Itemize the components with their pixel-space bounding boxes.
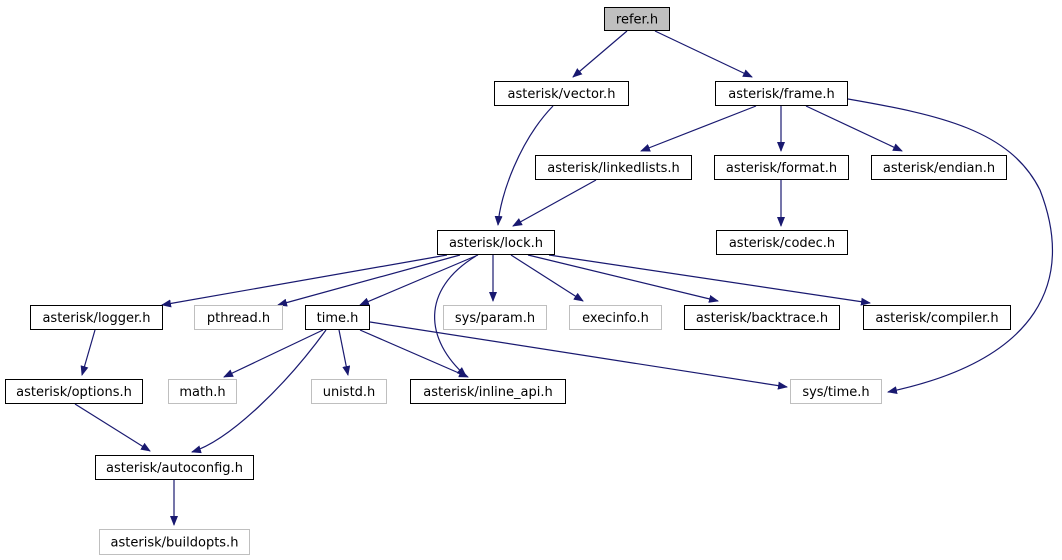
node-label: asterisk/lock.h: [449, 236, 543, 251]
node-label: asterisk/frame.h: [728, 87, 834, 102]
edge-linkedlists-to-lock: [512, 179, 597, 227]
node-box: [535, 155, 692, 180]
edge-refer-to-frame: [654, 30, 753, 78]
edge-logger-to-options: [80, 329, 96, 376]
node-label: time.h: [317, 311, 359, 326]
node-label: asterisk/buildopts.h: [111, 536, 239, 551]
edge-frame-to-linkedlists: [640, 105, 757, 152]
node-box: [99, 529, 250, 555]
node-box: [604, 7, 670, 31]
node-label: math.h: [179, 385, 225, 400]
node-box: [5, 379, 143, 404]
node-box: [30, 305, 163, 330]
node-label: sys/param.h: [455, 311, 535, 326]
node-label: asterisk/compiler.h: [875, 311, 998, 326]
node-box: [494, 81, 629, 106]
node-box: [410, 379, 566, 404]
node-box: [305, 305, 370, 330]
node-box: [684, 305, 840, 330]
node-systime[interactable]: sys/time.h: [790, 379, 882, 404]
node-label: asterisk/endian.h: [883, 161, 995, 176]
node-inline_api[interactable]: asterisk/inline_api.h: [410, 379, 566, 404]
node-linkedlists[interactable]: asterisk/linkedlists.h: [535, 155, 692, 180]
edge-lock-to-backtrace: [527, 254, 719, 303]
edge-lock-to-pthread: [277, 254, 461, 307]
edge-lock-to-inline_api: [434, 255, 477, 377]
node-pthread[interactable]: pthread.h: [194, 305, 283, 330]
node-sysparam[interactable]: sys/param.h: [443, 305, 547, 330]
node-backtrace[interactable]: asterisk/backtrace.h: [684, 305, 840, 330]
node-box: [871, 155, 1007, 180]
edge-time-to-inline_api: [359, 329, 469, 378]
node-compiler[interactable]: asterisk/compiler.h: [863, 305, 1011, 330]
node-box: [716, 230, 848, 255]
node-box: [95, 455, 254, 480]
node-box: [714, 155, 849, 180]
node-logger[interactable]: asterisk/logger.h: [30, 305, 163, 330]
node-label: asterisk/options.h: [16, 385, 132, 400]
node-execinfo[interactable]: execinfo.h: [569, 305, 662, 330]
node-box: [311, 379, 387, 404]
node-label: asterisk/logger.h: [42, 311, 150, 326]
node-label: asterisk/backtrace.h: [696, 311, 828, 326]
edge-time-to-math: [223, 329, 324, 378]
edge-options-to-autoconfig: [74, 403, 151, 452]
node-refer[interactable]: refer.h: [604, 7, 670, 31]
node-endian[interactable]: asterisk/endian.h: [871, 155, 1007, 180]
node-box: [443, 305, 547, 330]
node-label: asterisk/vector.h: [508, 87, 616, 102]
node-label: asterisk/inline_api.h: [423, 385, 553, 400]
node-label: asterisk/codec.h: [729, 236, 835, 251]
edge-lock-to-execinfo: [510, 254, 584, 302]
node-buildopts[interactable]: asterisk/buildopts.h: [99, 529, 250, 555]
node-unistd[interactable]: unistd.h: [311, 379, 387, 404]
node-box: [437, 230, 555, 255]
edges-layer: [74, 30, 1053, 526]
edge-vector-to-lock: [494, 105, 554, 226]
node-lock[interactable]: asterisk/lock.h: [437, 230, 555, 255]
node-label: execinfo.h: [582, 311, 649, 326]
node-label: unistd.h: [323, 385, 376, 400]
node-box: [168, 379, 237, 404]
node-time[interactable]: time.h: [305, 305, 370, 330]
node-frame[interactable]: asterisk/frame.h: [715, 81, 848, 106]
node-box: [194, 305, 283, 330]
edge-time-to-autoconfig: [191, 329, 327, 454]
node-options[interactable]: asterisk/options.h: [5, 379, 143, 404]
edge-frame-to-systime: [847, 98, 1053, 395]
edge-lock-to-time: [359, 254, 479, 306]
node-box: [715, 81, 848, 106]
node-vector[interactable]: asterisk/vector.h: [494, 81, 629, 106]
node-box: [790, 379, 882, 404]
edge-refer-to-vector: [572, 30, 628, 78]
edge-frame-to-endian: [805, 105, 903, 152]
node-box: [863, 305, 1011, 330]
node-label: asterisk/format.h: [726, 161, 837, 176]
node-math[interactable]: math.h: [168, 379, 237, 404]
edge-lock-to-logger: [161, 254, 448, 308]
node-label: refer.h: [616, 13, 658, 28]
node-label: asterisk/autoconfig.h: [106, 461, 243, 476]
node-label: pthread.h: [207, 311, 270, 326]
node-label: sys/time.h: [802, 385, 869, 400]
edge-time-to-unistd: [338, 329, 351, 376]
edge-lock-to-compiler: [548, 254, 871, 306]
node-box: [569, 305, 662, 330]
node-autoconfig[interactable]: asterisk/autoconfig.h: [95, 455, 254, 480]
edge-time-to-systime: [369, 321, 788, 390]
node-format[interactable]: asterisk/format.h: [714, 155, 849, 180]
node-label: asterisk/linkedlists.h: [547, 161, 680, 176]
node-codec[interactable]: asterisk/codec.h: [716, 230, 848, 255]
nodes-layer: refer.h asterisk/vector.h asterisk/frame.h…: [5, 7, 1011, 555]
